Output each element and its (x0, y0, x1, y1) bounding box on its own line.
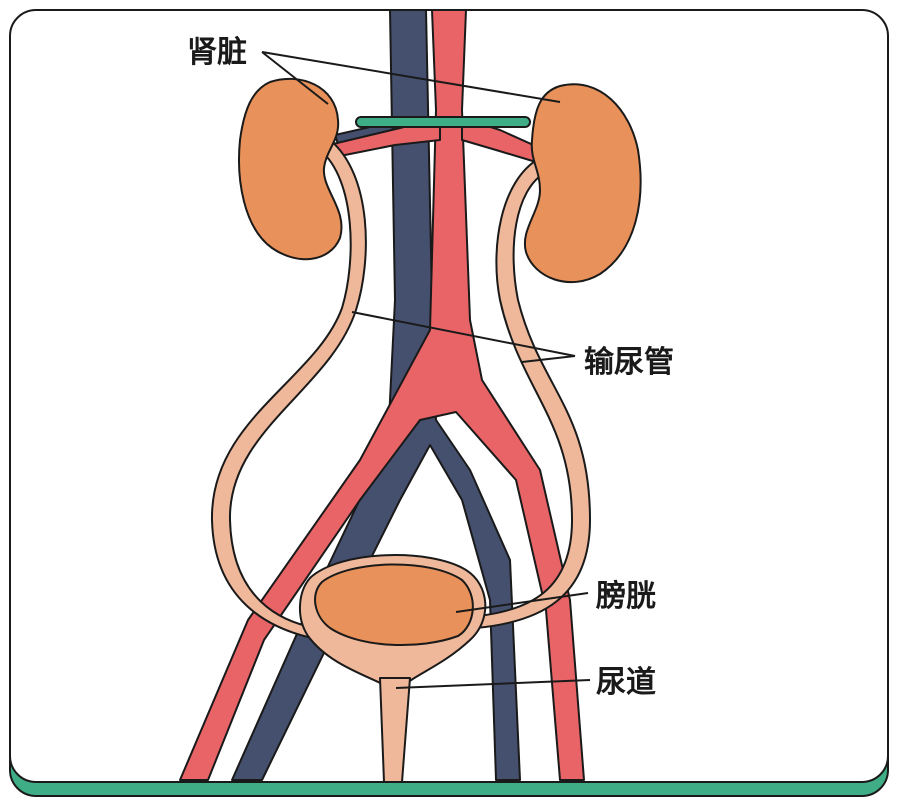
leader-ureter-left (351, 311, 576, 357)
leader-kidney-right (261, 51, 561, 103)
anatomy (179, 9, 642, 783)
label-bladder: 膀胱 (595, 579, 656, 614)
label-urethra: 尿道 (596, 665, 656, 700)
leader-urethra (395, 679, 591, 689)
bladder-body (314, 563, 474, 647)
leader-bladder (455, 592, 589, 613)
label-kidney: 肾脏 (187, 35, 247, 70)
kidney-right (523, 83, 642, 283)
label-ureter: 输尿管 (584, 345, 674, 380)
adrenal-bar (355, 116, 531, 128)
urethra-tube (379, 677, 411, 783)
leader-kidney-left (261, 51, 329, 105)
leader-lines (261, 51, 591, 689)
leader-ureter-right (521, 355, 576, 363)
aorta (179, 9, 585, 781)
kidney-left (238, 77, 343, 261)
